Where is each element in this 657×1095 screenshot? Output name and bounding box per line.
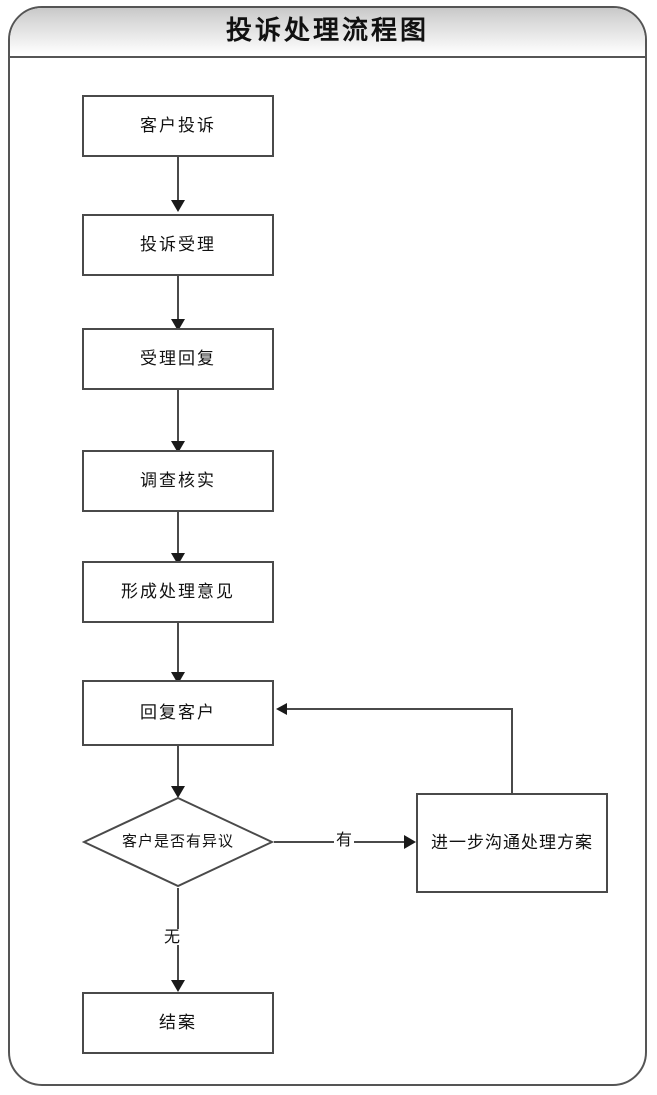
flow-node-label: 结案	[159, 1012, 197, 1033]
flow-node-label: 客户是否有异议	[121, 832, 234, 851]
connector-n2-n3	[177, 276, 179, 326]
flowchart-canvas: 客户投诉 投诉受理 受理回复 调查核实 形成处理意见	[10, 8, 645, 1084]
connector-n1-n2	[177, 157, 179, 207]
diagram-frame: 投诉处理流程图 客户投诉 投诉受理 受理回复 调查核实	[8, 6, 647, 1086]
flow-node-form-opinion[interactable]: 形成处理意见	[82, 561, 274, 623]
flow-node-label: 形成处理意见	[121, 581, 235, 602]
arrowhead-d1-n8	[171, 980, 185, 992]
flow-node-acceptance-reply[interactable]: 受理回复	[82, 328, 274, 390]
connector-n7-return-horizontal	[287, 708, 513, 710]
connector-n3-n4	[177, 390, 179, 448]
connector-n6-d1	[177, 746, 179, 796]
flow-node-label: 调查核实	[140, 470, 216, 491]
edge-label-no: 无	[162, 927, 183, 946]
edge-label-yes: 有	[334, 830, 355, 849]
page-title: 投诉处理流程图	[225, 16, 429, 46]
flow-node-further-communication[interactable]: 进一步沟通处理方案	[416, 793, 608, 893]
flow-node-investigate-verify[interactable]: 调查核实	[82, 450, 274, 512]
arrowhead-d1-n7	[404, 835, 416, 849]
arrowhead-n7-n6	[276, 703, 287, 715]
flow-node-label: 客户投诉	[140, 115, 216, 136]
diamond-shape	[82, 796, 274, 888]
flow-node-complaint-acceptance[interactable]: 投诉受理	[82, 214, 274, 276]
connector-n4-n5	[177, 512, 179, 560]
arrowhead-n1-n2	[171, 200, 185, 212]
arrowhead-n6-d1	[171, 786, 185, 798]
connector-n5-n6	[177, 623, 179, 679]
flow-node-label: 投诉受理	[140, 234, 216, 255]
flow-node-reply-customer[interactable]: 回复客户	[82, 680, 274, 746]
connector-n7-return-vertical	[511, 708, 513, 793]
flow-node-customer-complaint[interactable]: 客户投诉	[82, 95, 274, 157]
flow-node-label: 回复客户	[140, 702, 216, 723]
flow-node-case-closed[interactable]: 结案	[82, 992, 274, 1054]
flow-node-customer-objection-decision[interactable]: 客户是否有异议	[82, 796, 274, 888]
flow-node-label: 受理回复	[140, 348, 216, 369]
title-bar: 投诉处理流程图	[10, 8, 645, 58]
flow-node-label: 进一步沟通处理方案	[431, 832, 593, 853]
